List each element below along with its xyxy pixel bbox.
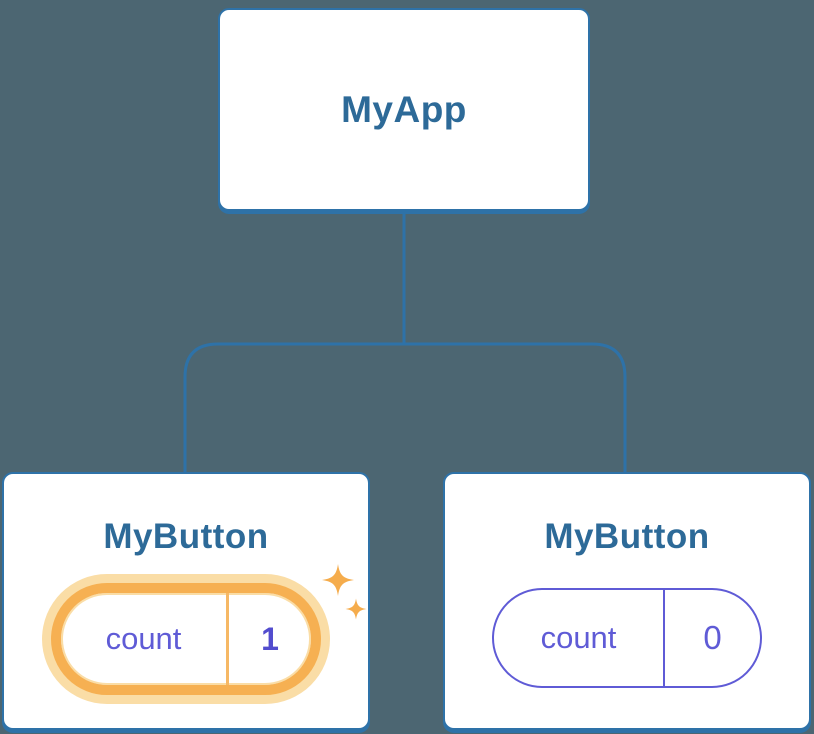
state-pill-highlighted: count 1 <box>51 583 321 695</box>
state-label-section: count <box>494 590 665 686</box>
component-node-child-left: MyButton count 1 <box>2 472 370 730</box>
component-title: MyApp <box>341 88 467 130</box>
state-pill-normal: count 0 <box>492 588 762 688</box>
state-value: 0 <box>703 619 722 656</box>
sparkle-icon <box>322 564 367 620</box>
state-value: 1 <box>261 620 279 657</box>
component-node-root: MyApp <box>218 8 590 211</box>
state-value-section: 1 <box>229 593 311 685</box>
state-label: count <box>105 621 182 656</box>
connector-path <box>183 211 627 472</box>
state-value-section: 0 <box>665 590 760 686</box>
component-node-child-right: MyButton count 0 <box>443 472 811 730</box>
component-title: MyButton <box>544 517 710 556</box>
component-title: MyButton <box>103 517 269 556</box>
state-label: count <box>540 620 617 655</box>
state-label-section: count <box>61 593 229 685</box>
